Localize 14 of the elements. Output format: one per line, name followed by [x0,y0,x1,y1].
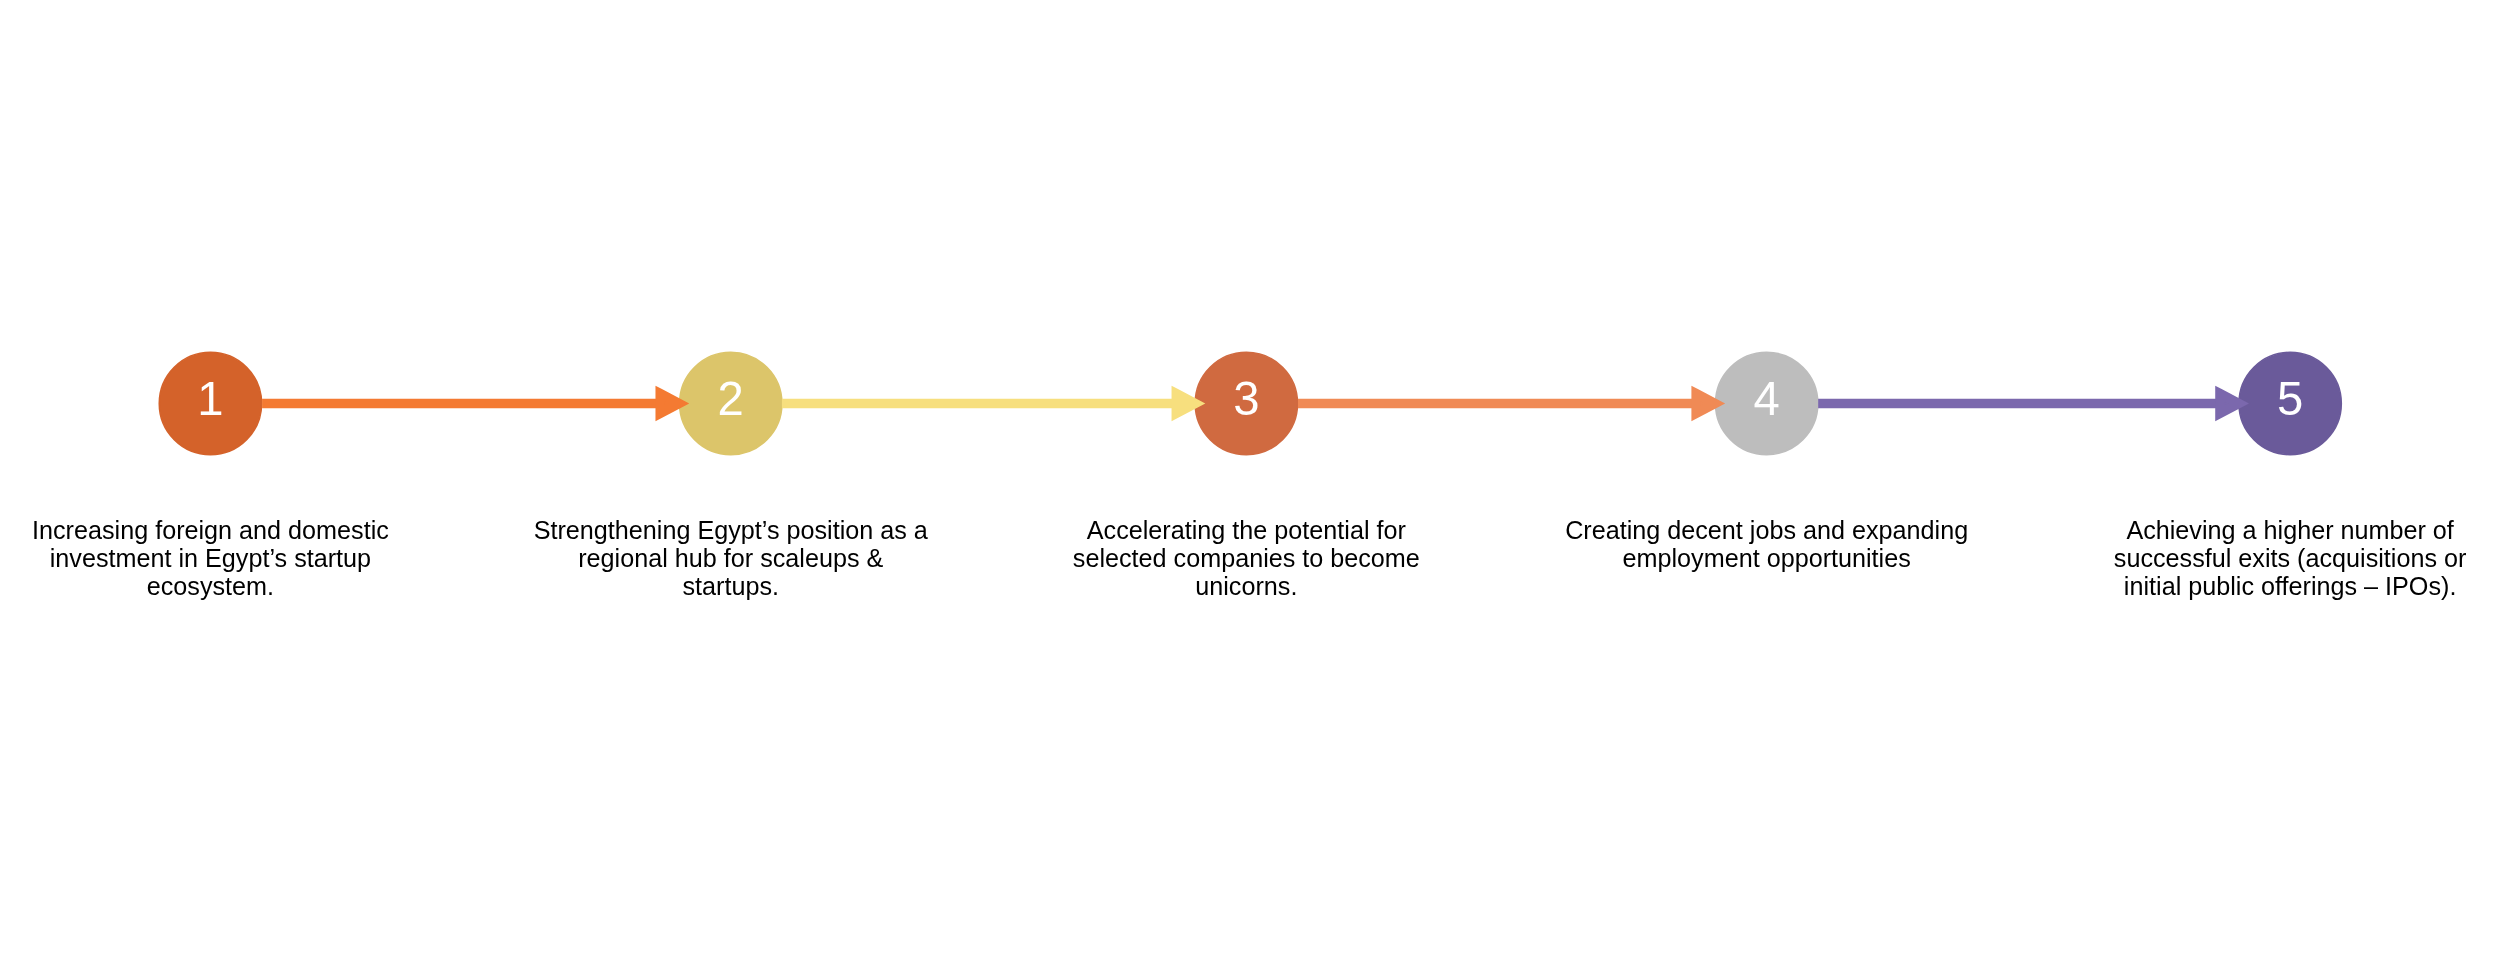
arrow [1298,385,1726,422]
node-label: Accelerating the potential for selected companies to become unicorns. [1072,515,1420,601]
node-label: Strengthening Egypt’s position as a regional hub for scaleups & startups. [533,515,928,601]
node-circle: 1 [158,351,263,456]
node-circle: 4 [1714,351,1819,456]
arrow [781,385,1206,422]
node-circle: 3 [1194,351,1299,456]
arrow [262,385,690,422]
node-circle: 2 [678,351,783,456]
node-label: Achieving a higher number of successful exits (acquisitions or initial public offerings – IPOs). [2113,515,2467,601]
node-label: Increasing foreign and domestic investment in Egypt’s startup ecosystem. [32,515,389,601]
node-circle: 5 [2238,351,2343,456]
arrow [1818,385,2249,422]
node-label: Creating decent jobs and expanding employment opportunities [1565,515,1969,572]
